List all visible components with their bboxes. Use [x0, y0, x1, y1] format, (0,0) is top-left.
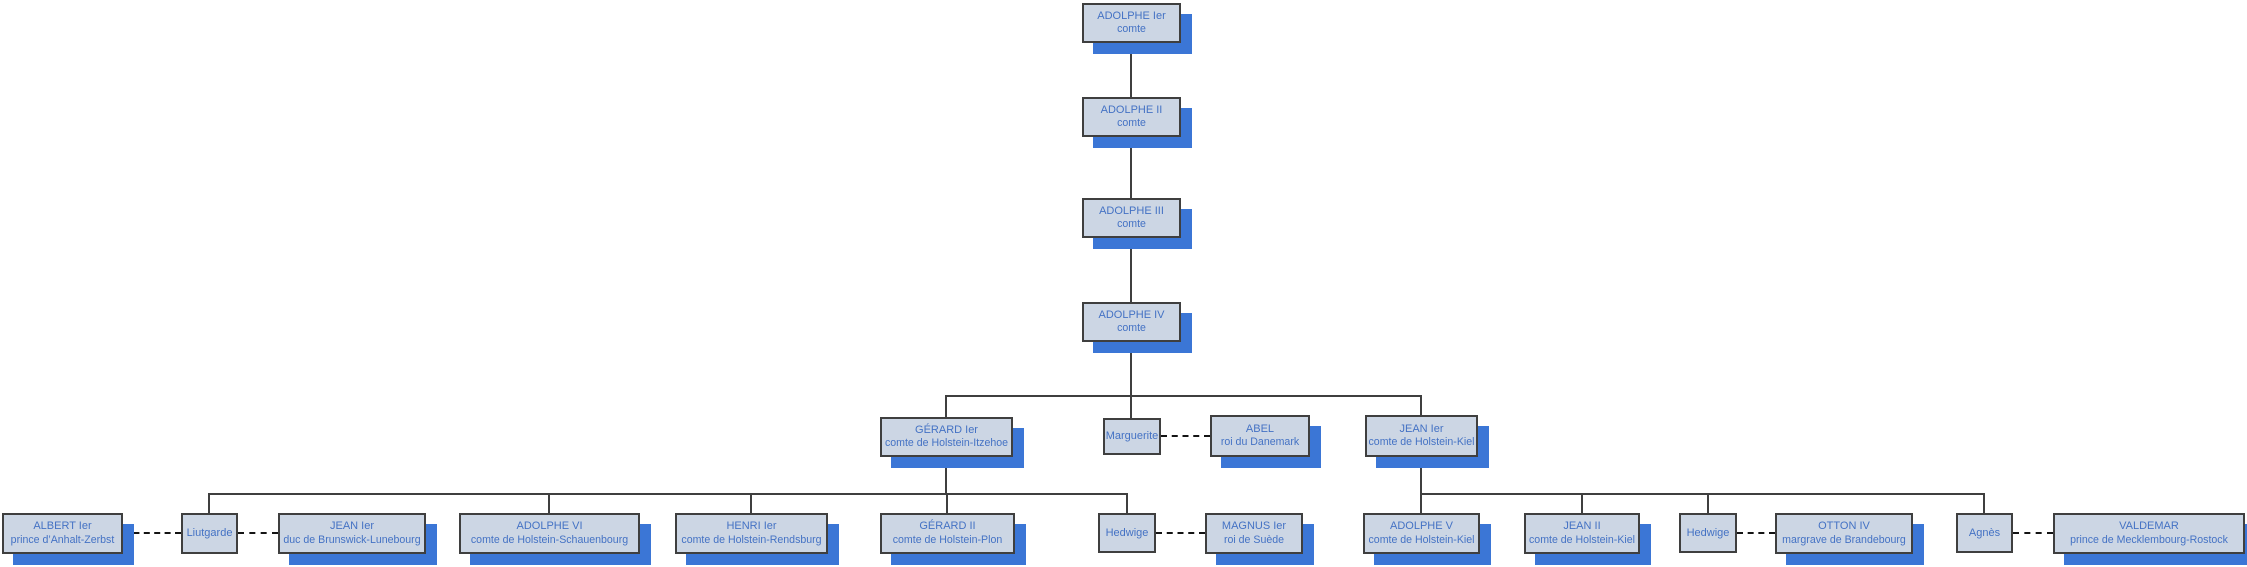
- node-hedwige-1[interactable]: Hedwige: [1098, 513, 1156, 553]
- person-name: JEAN Ier: [329, 520, 374, 533]
- person-name: ALBERT Ier: [33, 520, 92, 533]
- node-albert-ier[interactable]: ALBERT Ier prince d’Anhalt-Zerbst: [2, 513, 123, 554]
- person-name: Hedwige: [1105, 526, 1149, 539]
- person-name: OTTON IV: [1818, 520, 1870, 533]
- person-name: ADOLPHE IV: [1098, 308, 1165, 321]
- connector-line: [208, 494, 210, 513]
- person-name: ADOLPHE VI: [516, 520, 583, 533]
- person-name: JEAN Ier: [1399, 422, 1444, 435]
- person-name: Marguerite: [1105, 430, 1159, 443]
- person-name: Agnès: [1968, 526, 2001, 539]
- connector-line: [945, 457, 947, 494]
- node-valdemar[interactable]: VALDEMAR prince de Mecklembourg-Rostock: [2053, 513, 2245, 554]
- connector-line: [1130, 396, 1132, 418]
- connector-line: [548, 494, 550, 513]
- person-name: JEAN II: [1563, 520, 1601, 533]
- person-title: comte de Holstein-Kiel: [1368, 436, 1475, 449]
- node-adolphe-iv[interactable]: ADOLPHE IV comte: [1082, 302, 1181, 342]
- node-adolphe-vi[interactable]: ADOLPHE VI comte de Holstein-Schauenbour…: [459, 513, 640, 554]
- marriage-dashed-line: [1156, 532, 1205, 534]
- node-otton-iv[interactable]: OTTON IV margrave de Brandebourg: [1775, 513, 1913, 554]
- person-name: HENRI Ier: [726, 520, 777, 533]
- node-adolphe-v[interactable]: ADOLPHE V comte de Holstein-Kiel: [1363, 513, 1480, 554]
- node-agnes[interactable]: Agnès: [1956, 513, 2013, 553]
- person-title: roi du Danemark: [1220, 436, 1300, 449]
- person-name: ADOLPHE II: [1100, 103, 1163, 116]
- connector-line: [1983, 494, 1985, 513]
- connector-line: [1707, 494, 1709, 513]
- person-title: duc de Brunswick-Lunebourg: [283, 533, 421, 546]
- connector-line: [945, 396, 947, 417]
- person-name: VALDEMAR: [2119, 520, 2179, 533]
- node-adolphe-ier[interactable]: ADOLPHE Ier comte: [1082, 3, 1181, 43]
- person-name: Liutgarde: [186, 527, 233, 540]
- node-gerard-ier[interactable]: GÉRARD Ier comte de Holstein-Itzehoe: [880, 417, 1013, 457]
- person-title: prince de Mecklembourg-Rostock: [2070, 533, 2228, 546]
- person-title: margrave de Brandebourg: [1782, 533, 1906, 546]
- marriage-dashed-line: [1737, 532, 1775, 534]
- node-abel[interactable]: ABEL roi du Danemark: [1210, 415, 1310, 457]
- person-name: Hedwige: [1686, 526, 1730, 539]
- node-jean-ii[interactable]: JEAN II comte de Holstein-Kiel: [1524, 513, 1640, 554]
- person-title: comte de Holstein-Kiel: [1529, 533, 1635, 546]
- connector-line: [1420, 494, 1422, 513]
- node-gerard-ii[interactable]: GÉRARD II comte de Holstein-Plon: [880, 513, 1015, 554]
- connector-line: [1581, 494, 1583, 513]
- marriage-dashed-line: [123, 532, 181, 534]
- node-hedwige-2[interactable]: Hedwige: [1679, 513, 1737, 553]
- node-adolphe-ii[interactable]: ADOLPHE II comte: [1082, 97, 1181, 137]
- person-title: comte de Holstein-Plon: [892, 533, 1003, 546]
- connector-line: [1130, 238, 1132, 302]
- person-name: ABEL: [1245, 422, 1275, 435]
- person-name: ADOLPHE III: [1099, 204, 1164, 217]
- connector-line: [1130, 43, 1132, 97]
- connector-line: [1420, 457, 1422, 494]
- person-title: comte: [1117, 218, 1146, 231]
- node-marguerite[interactable]: Marguerite: [1103, 418, 1161, 455]
- node-liutgarde[interactable]: Liutgarde: [181, 513, 238, 554]
- node-magnus-ier[interactable]: MAGNUS Ier roi de Suède: [1205, 513, 1303, 554]
- connector-line: [946, 494, 948, 513]
- person-name: ADOLPHE V: [1390, 520, 1453, 533]
- marriage-dashed-line: [2013, 532, 2053, 534]
- connector-line: [1130, 137, 1132, 198]
- connector-line: [1420, 493, 1985, 495]
- person-name: MAGNUS Ier: [1221, 520, 1287, 533]
- person-title: comte: [1117, 322, 1146, 335]
- connector-line: [208, 493, 1128, 495]
- connector-line: [1420, 396, 1422, 415]
- node-adolphe-iii[interactable]: ADOLPHE III comte: [1082, 198, 1181, 238]
- person-title: prince d’Anhalt-Zerbst: [10, 533, 115, 546]
- node-jean-ier-holstein-kiel[interactable]: JEAN Ier comte de Holstein-Kiel: [1365, 415, 1478, 457]
- person-title: comte de Holstein-Kiel: [1368, 533, 1475, 546]
- person-title: comte de Holstein-Rendsburg: [681, 533, 822, 546]
- connector-line: [750, 494, 752, 513]
- marriage-dashed-line: [1161, 435, 1210, 437]
- marriage-dashed-line: [238, 532, 278, 534]
- connector-line: [945, 395, 1422, 397]
- person-name: ADOLPHE Ier: [1097, 9, 1166, 22]
- person-name: GÉRARD Ier: [915, 423, 978, 436]
- person-title: comte: [1117, 23, 1146, 36]
- node-henri-ier[interactable]: HENRI Ier comte de Holstein-Rendsburg: [675, 513, 828, 554]
- person-title: roi de Suède: [1223, 533, 1285, 546]
- connector-line: [1126, 494, 1128, 513]
- person-name: GÉRARD II: [919, 520, 976, 533]
- person-title: comte de Holstein-Schauenbourg: [470, 533, 629, 546]
- person-title: comte: [1117, 117, 1146, 130]
- connector-line: [1130, 342, 1132, 396]
- node-jean-ier-brunswick[interactable]: JEAN Ier duc de Brunswick-Lunebourg: [278, 513, 426, 554]
- person-title: comte de Holstein-Itzehoe: [884, 437, 1009, 450]
